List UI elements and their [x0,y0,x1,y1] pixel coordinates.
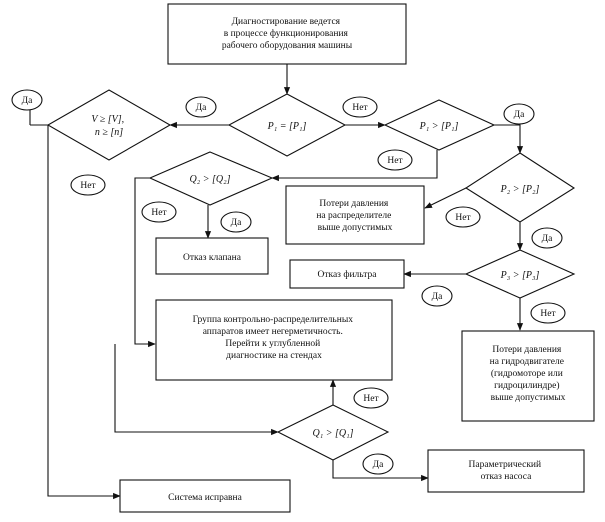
svg-text:Группа контрольно-распределите: Группа контрольно-распределительных аппа… [193,315,356,361]
svg-text:P₂ > [P₂]: P₂ > [P₂] [500,184,540,195]
svg-text:P₁ > [P₁]: P₁ > [P₁] [419,121,459,132]
box-system-ok: Система исправна [119,479,291,513]
arrow-p1gt-yes-to-p2 [494,124,524,154]
label-no-q2: Нет [141,201,177,223]
svg-text:Да: Да [432,292,443,302]
label-yes-p1eq: Да [185,96,217,118]
svg-text:Нет: Нет [363,394,379,404]
box-start: Диагностирование ведется в процессе функ… [167,3,407,65]
svg-text:Нет: Нет [151,208,167,218]
box-valve-failure: Отказ клапана [155,237,269,275]
box-leaky-group: Группа контрольно-распределительных аппа… [155,299,393,381]
svg-text:Да: Да [542,234,553,244]
label-yes-q2: Да [220,211,252,233]
arrow-p1gt-no-to-q2 [271,150,438,182]
svg-text:Нет: Нет [455,213,471,223]
box-filter-failure: Отказ фильтра [289,259,405,289]
label-no-vn: Нет [70,174,106,196]
svg-text:Да: Да [196,103,207,113]
svg-text:Потери давления на распр: Потери давления на распределителе выше д… [316,199,393,233]
arrow-vn-no-to-ok [47,125,121,500]
box-pump-failure: Параметрический отказ насоса [427,449,585,493]
svg-text:Да: Да [514,110,525,120]
diamond-p2: P₂ > [P₂] [464,152,576,223]
arrow-to-q1 [114,344,279,436]
label-yes-p3: Да [421,285,453,307]
svg-text:Да: Да [22,96,33,106]
svg-text:Да: Да [373,460,384,470]
svg-text:Потери давления на гидро: Потери давления на гидродвигателе (гидро… [490,345,567,403]
svg-text:Нет: Нет [80,181,96,191]
svg-text:P₁ = [P₁]: P₁ = [P₁] [267,121,307,132]
svg-text:Q₂ > [Q₂]: Q₂ > [Q₂] [190,174,231,185]
label-no-p3: Нет [530,302,566,324]
arrow-q2-no-to-group [134,177,156,348]
svg-text:Нет: Нет [387,156,403,166]
svg-text:Отказ фильтра: Отказ фильтра [317,269,377,280]
label-no-p1eq: Нет [342,96,378,118]
label-no-p2: Нет [445,206,481,228]
svg-text:Да: Да [231,218,242,228]
arrow-q1-yes [332,460,429,482]
label-no-q1: Нет [353,387,389,409]
label-yes-q1: Да [362,453,394,475]
connectors [29,64,524,500]
diamond-q1: Q₁ > [Q₁] [276,404,390,461]
svg-text:V ≥ [V], n ≥ [n]: V ≥ [V], n ≥ [n] [91,114,126,138]
diamond-v-n: V ≥ [V], n ≥ [n] [46,89,172,161]
svg-text:Система исправна: Система исправна [168,493,242,503]
svg-text:Q₁ > [Q₁]: Q₁ > [Q₁] [313,428,354,439]
label-yes-p2: Да [531,227,563,249]
diamond-p1-eq: P₁ = [P₁] [227,93,347,157]
svg-text:Нет: Нет [540,309,556,319]
label-yes-topleft: Да [11,89,43,111]
svg-text:P₃ > [P₃]: P₃ > [P₃] [500,270,540,281]
svg-text:Диагностирование ведется: Диагностирование ведется в процессе функ… [222,17,353,51]
svg-text:Параметрический отказ на: Параметрический отказ насоса [469,459,544,482]
label-no-p1gt: Нет [377,149,413,171]
diamond-q2: Q₂ > [Q₂] [148,151,274,206]
svg-text:Отказ клапана: Отказ клапана [183,253,242,263]
svg-text:Нет: Нет [352,103,368,113]
box-pressure-loss-distributor: Потери давления на распределителе выше д… [285,185,425,245]
label-yes-p1gt: Да [503,103,535,125]
arrow-p2-no [424,187,467,209]
diamond-p3: P₃ > [P₃] [464,249,576,299]
diamond-p1-gt: P₁ > [P₁] [383,99,496,151]
box-pressure-loss-motor: Потери давления на гидродвигателе (гидро… [461,330,595,422]
